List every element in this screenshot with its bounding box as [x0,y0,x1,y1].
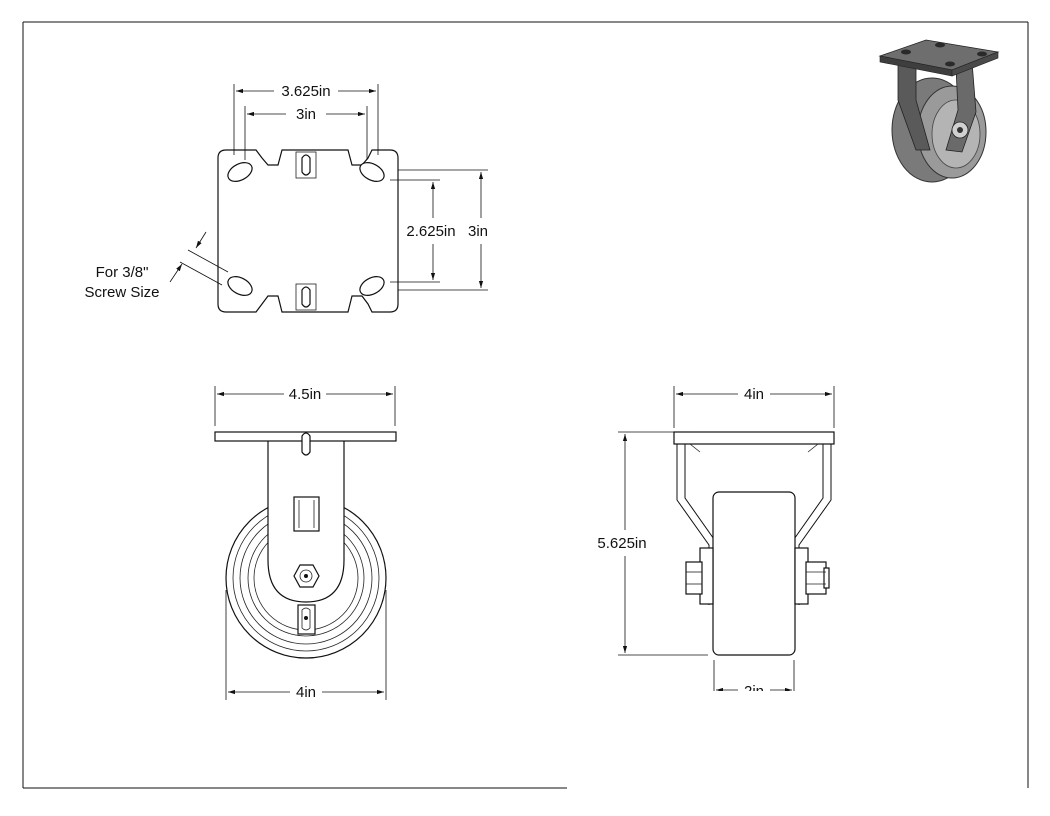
dim-height-label: 5.625in [597,535,646,552]
side-wheel [712,491,796,656]
front-lower-bracket [297,604,316,635]
dim-plate-width-label: 4.5in [289,386,322,403]
dim-wheel-diameter: 4in [225,590,387,701]
dim-hole-height-label: 2.625in [406,223,455,240]
screw-size-note: For 3/8" Screw Size [84,231,229,301]
dim-hole-height: 2.625in [390,179,456,283]
dim-overall-height-label: 3in [468,223,488,240]
dim-wheel-diameter-label: 4in [296,684,316,701]
sheet-border [22,21,1029,789]
top-plate-outline [217,149,399,313]
front-mid-bracket [293,496,320,532]
top-leg-tabs [295,151,317,311]
slot-holes [227,162,385,296]
dim-overall-width: 3.625in [233,83,379,155]
caster-isometric-icon [878,39,1000,183]
screw-note-line1: For 3/8" [96,264,149,281]
dim-overall-height: 3in [398,169,488,291]
dim-hole-width: 3in [244,106,368,160]
side-top-plate [673,431,835,445]
front-axle-nut [293,564,320,588]
dim-overall-width-label: 3.625in [281,83,330,100]
dim-wheel-width: 2in [700,660,810,703]
side-view: 4in 5.625in 2in [597,386,835,703]
dim-hole-width-label: 3in [296,106,316,123]
dim-top-width: 4in [673,386,835,428]
dim-top-width-label: 4in [744,386,764,403]
dim-height: 5.625in [597,431,708,656]
side-axle-right-nut [794,547,830,605]
dim-plate-width: 4.5in [214,386,396,426]
front-view: 4.5in 4in [214,386,397,701]
screw-note-line2: Screw Size [84,284,159,301]
side-axle-left-nut [685,547,714,605]
top-view: 3.625in 3in 2.625in 3in [84,83,488,313]
front-top-tab [301,432,311,456]
